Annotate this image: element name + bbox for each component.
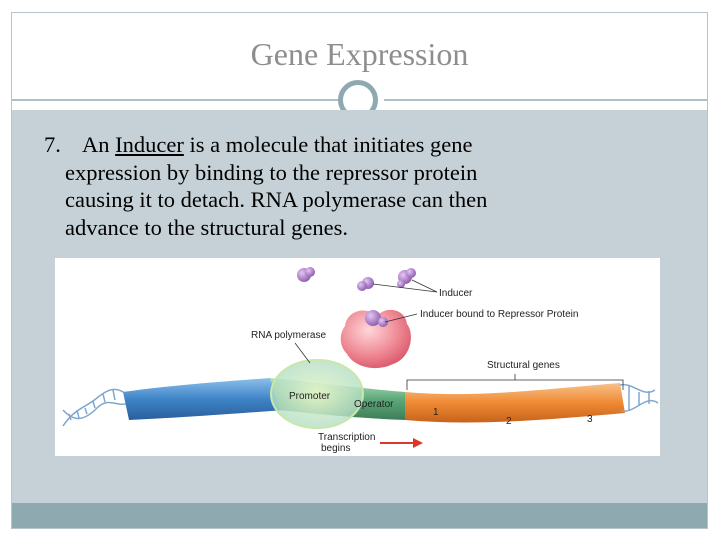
inducer-molecule-icon bbox=[297, 267, 416, 291]
leader-lines bbox=[294, 279, 624, 390]
text-line3: causing it to detach. RNA polymerase can… bbox=[65, 187, 488, 212]
body-paragraph: 7. An Inducer is a molecule that initiate… bbox=[44, 131, 684, 241]
label-structural-genes: Structural genes bbox=[487, 360, 560, 371]
label-gene-1: 1 bbox=[433, 407, 439, 418]
rna-polymerase-icon bbox=[270, 359, 364, 429]
dna-helix-left-icon bbox=[62, 388, 130, 427]
label-gene-3: 3 bbox=[587, 414, 593, 425]
label-transcription: Transcription bbox=[318, 432, 375, 443]
dna-structural-genes-segment bbox=[405, 383, 625, 423]
slide-title: Gene Expression bbox=[250, 36, 469, 72]
label-inducer-bound: Inducer bound to Repressor Protein bbox=[420, 309, 578, 320]
label-operator: Operator bbox=[354, 399, 394, 410]
text-before-term: An bbox=[82, 132, 116, 157]
label-gene-2: 2 bbox=[506, 416, 512, 427]
repressor-protein-icon bbox=[340, 309, 411, 369]
label-inducer: Inducer bbox=[439, 288, 473, 299]
title-rule-right bbox=[384, 99, 707, 101]
dna-helix-right-icon bbox=[619, 383, 659, 412]
label-promoter: Promoter bbox=[289, 391, 331, 402]
text-line1: is a molecule that initiates gene bbox=[183, 132, 473, 157]
text-line4: advance to the structural genes. bbox=[65, 214, 349, 240]
label-transcription-begins: begins bbox=[321, 443, 350, 454]
footer-bar bbox=[12, 503, 707, 528]
label-rna-polymerase: RNA polymerase bbox=[251, 330, 326, 341]
term-inducer: Inducer bbox=[115, 132, 184, 157]
transcription-arrow-icon bbox=[380, 438, 423, 448]
title-rule-left bbox=[12, 99, 338, 101]
dna-blue-segment bbox=[123, 378, 285, 420]
operon-diagram: Inducer Inducer bound to Repressor Prote… bbox=[55, 258, 660, 456]
text-line2: expression by binding to the repressor p… bbox=[65, 159, 478, 185]
item-number: 7. bbox=[44, 132, 61, 157]
